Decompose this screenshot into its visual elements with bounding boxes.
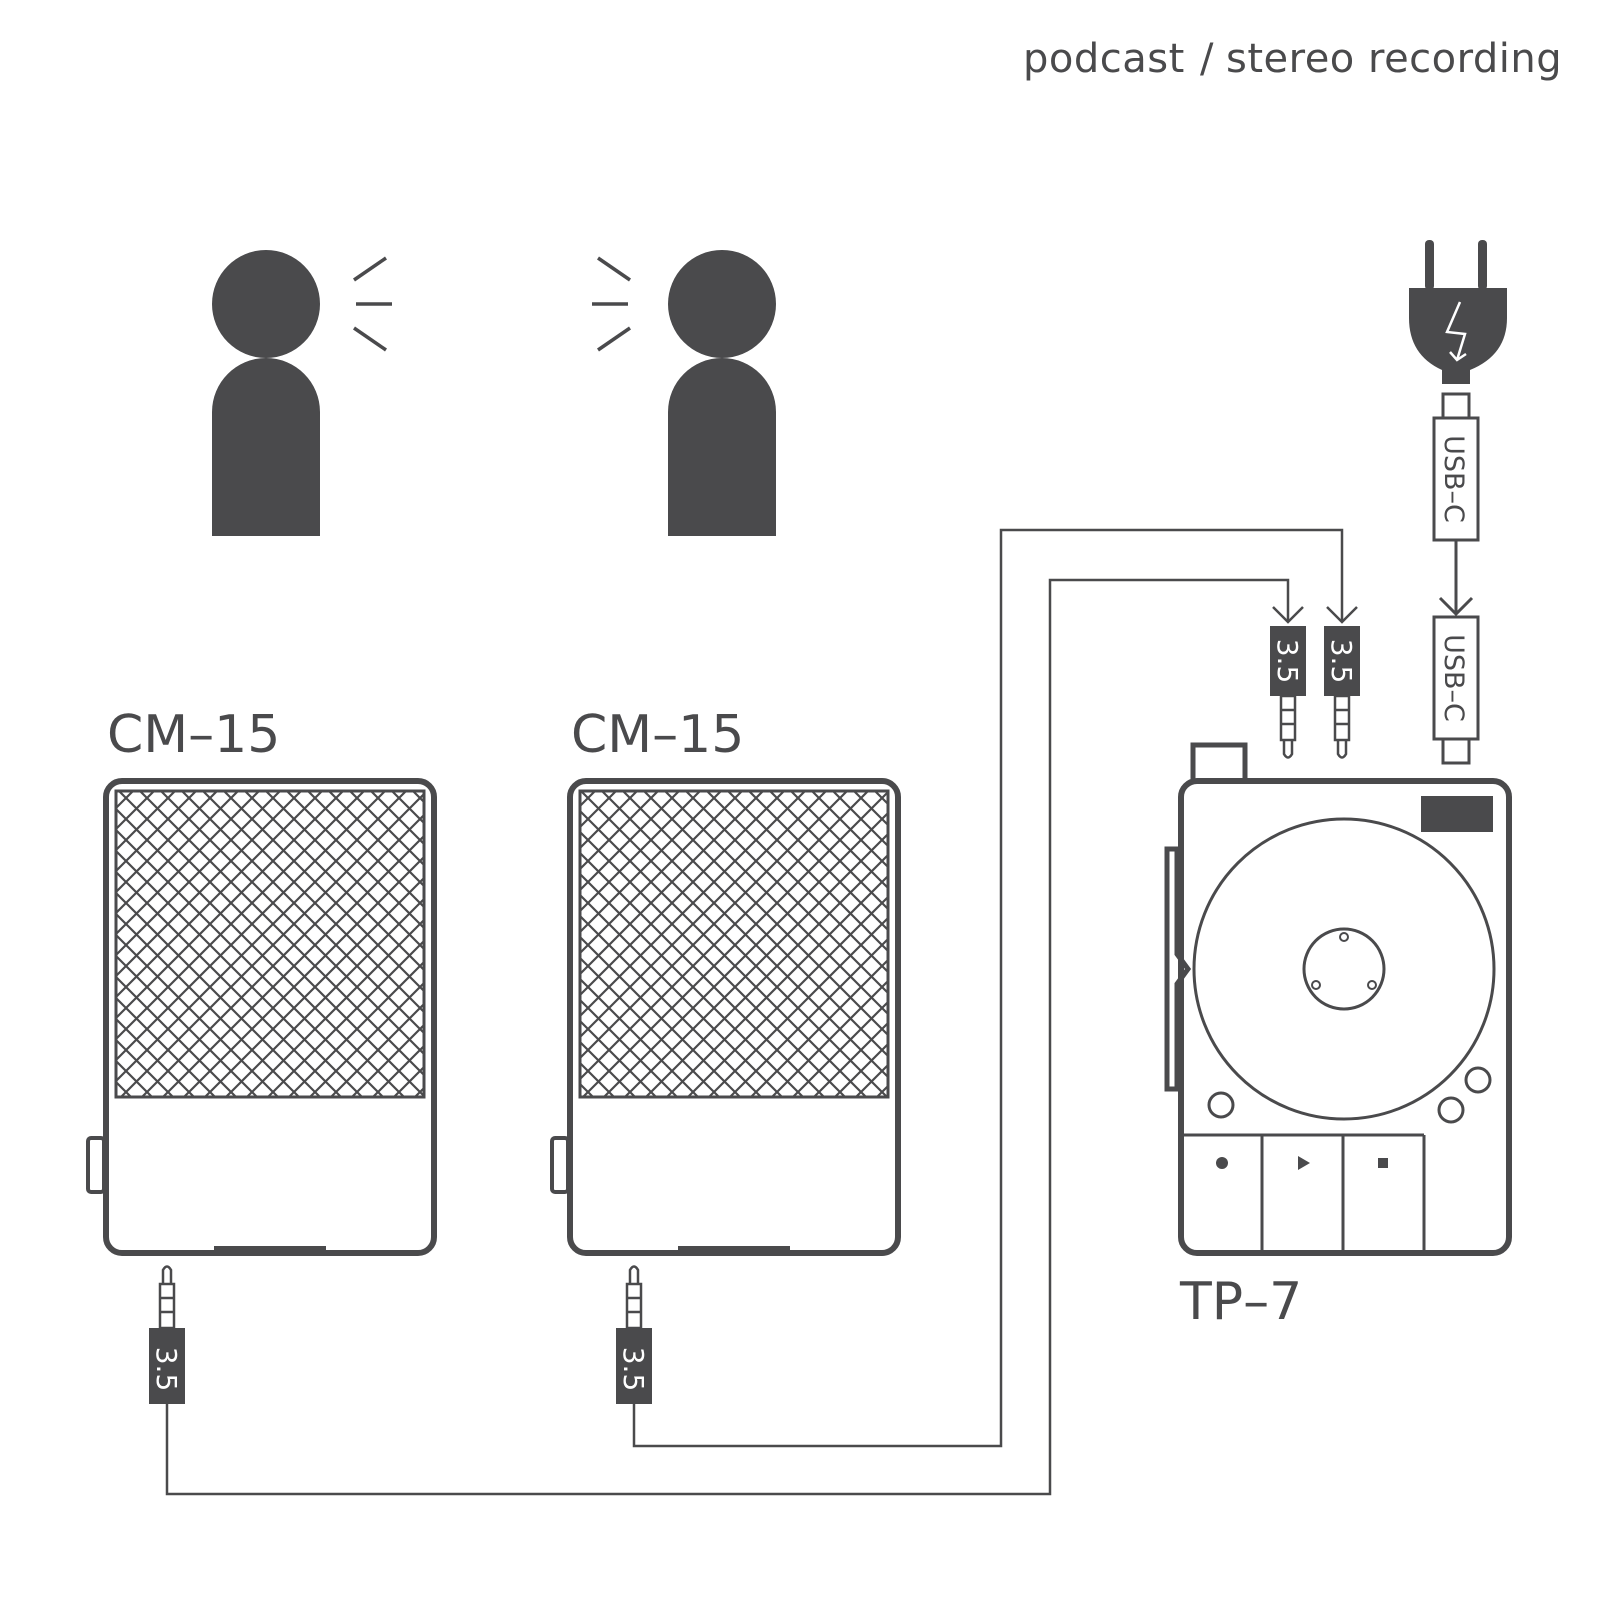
mic-side-button (86, 1136, 106, 1194)
jack-right-mic (616, 1265, 652, 1404)
mic-grille (578, 789, 890, 1099)
cable-right-mic (632, 528, 1358, 1448)
recorder-side-lever (1164, 846, 1192, 1092)
mic-right-label: CM–15 (571, 705, 745, 765)
recorder-device (1164, 742, 1512, 1256)
jack-left-mic (149, 1265, 185, 1404)
header-separator: / (1200, 36, 1214, 82)
speech-lines-icon (592, 256, 631, 352)
jack-label-recorder-2: 3.5 (1325, 639, 1358, 684)
mic-left-device (86, 778, 437, 1256)
play-icon (1298, 1156, 1310, 1170)
jack-label-right-mic: 3.5 (617, 1347, 650, 1392)
recorder-knob-right (1437, 1096, 1465, 1124)
header-subtitle: stereo recording (1226, 36, 1563, 82)
speech-lines-icon (353, 256, 392, 352)
jack-label-left-mic: 3.5 (150, 1347, 183, 1392)
cable-left-mic (165, 578, 1304, 1496)
stop-icon (1378, 1158, 1388, 1168)
jack-recorder-input-1 (1270, 626, 1306, 759)
usb-c-label-top: USB–C (1438, 435, 1469, 523)
usb-c-label-bottom: USB–C (1438, 634, 1469, 722)
recorder-label: TP–7 (1180, 1272, 1303, 1332)
jack-recorder-input-2 (1324, 626, 1360, 759)
header-category: podcast (1023, 36, 1185, 82)
mic-left-label: CM–15 (107, 705, 281, 765)
mic-side-button (550, 1136, 570, 1194)
jack-label-recorder-1: 3.5 (1271, 639, 1304, 684)
recorder-knob-left (1207, 1091, 1235, 1119)
person-speaking-icon (212, 250, 392, 536)
mic-right-device (550, 778, 901, 1256)
recorder-reel (1192, 817, 1496, 1121)
mic-grille (114, 789, 426, 1099)
usb-c-cable (1432, 392, 1480, 765)
recorder-display (1421, 796, 1493, 832)
person-listening-icon (592, 250, 776, 536)
recorder-hub (1302, 927, 1386, 1011)
recorder-knob-top-right (1464, 1066, 1492, 1094)
record-icon (1216, 1157, 1228, 1169)
recorder-top-button (1190, 742, 1248, 784)
power-plug-icon (1409, 240, 1507, 384)
lightning-icon (1445, 301, 1467, 361)
